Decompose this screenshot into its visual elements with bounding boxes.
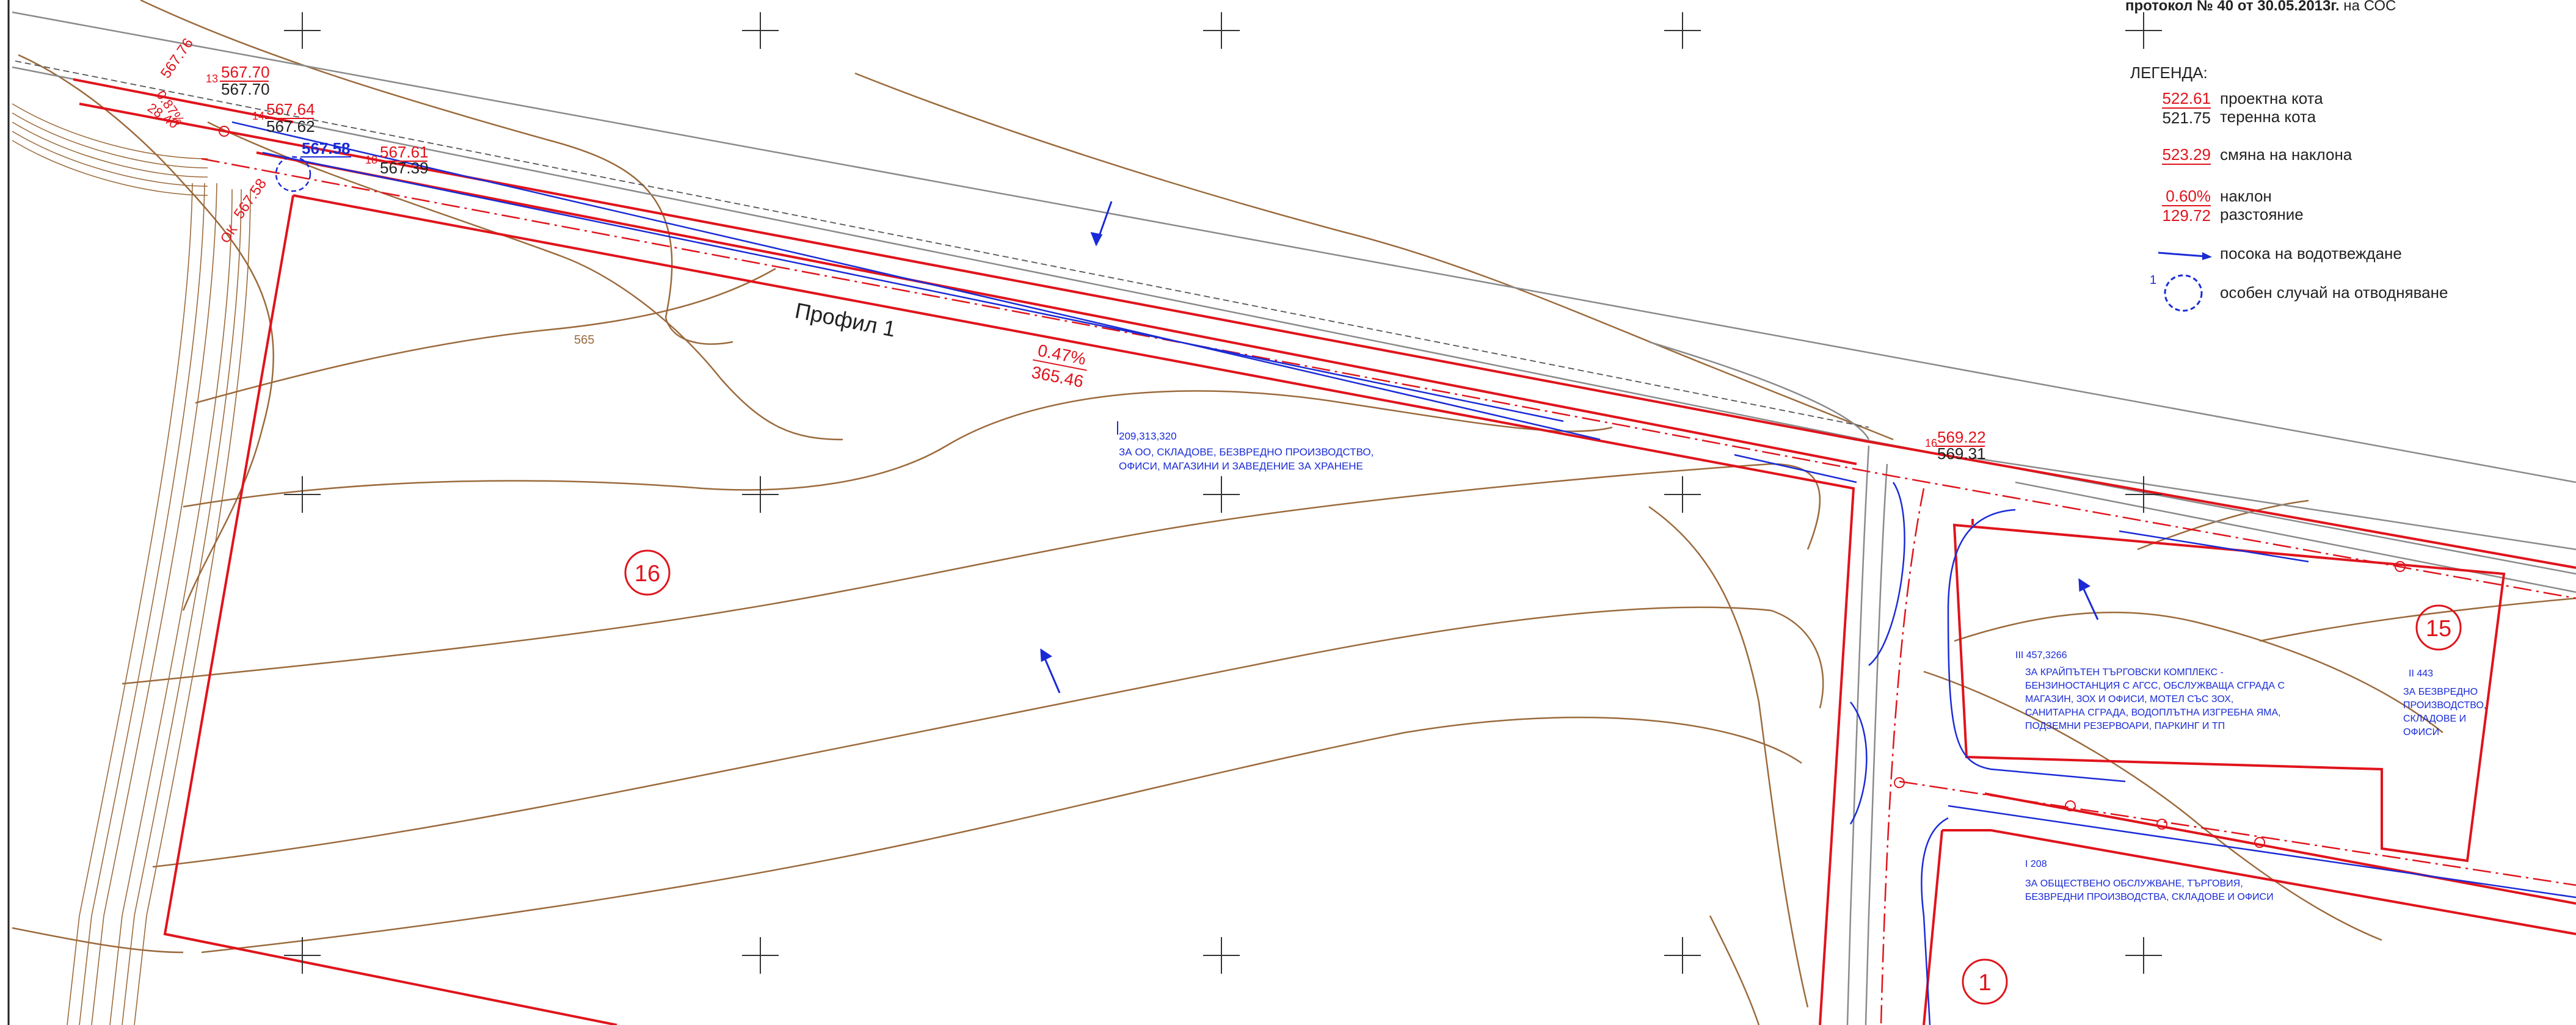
profile-label: Профил 1 [793, 298, 897, 342]
protocol-header: протокол № 40 от 30.05.2013г. на СОС [2125, 0, 2396, 14]
svg-text:I 208: I 208 [2025, 859, 2047, 869]
plot-16-description: 209,313,320 ЗА ОО, СКЛАДОВЕ, БЕЗВРЕДНО П… [1117, 421, 1374, 472]
legend-distance-value: 129.72 [2162, 206, 2211, 225]
svg-text:III 457,3266: III 457,3266 [2015, 650, 2067, 661]
svg-text:ЗА ОО, СКЛАДОВЕ, БЕЗВРЕДНО ПРО: ЗА ОО, СКЛАДОВЕ, БЕЗВРЕДНО ПРОИЗВОДСТВО, [1119, 446, 1374, 458]
elevation-design: 567.70 [221, 63, 270, 81]
legend-slope-value: 0.60% [2162, 187, 2211, 206]
legend-special-case-circle-icon [2164, 274, 2203, 312]
svg-text:БЕНЗИНОСТАНЦИЯ С АГСС, ОБСЛУЖВ: БЕНЗИНОСТАНЦИЯ С АГСС, ОБСЛУЖВАЩА СГРАДА… [2025, 681, 2285, 691]
elevation-design: 567.61 [380, 143, 429, 161]
legend-row-drainage: посока на водотвеждане [2125, 244, 2576, 287]
elevation-terrain: 567.62 [266, 117, 315, 136]
elevation-terrain: 567.39 [380, 159, 429, 177]
plot-1-boundary [1923, 829, 2576, 1025]
elevation-label-3: 567.58 [300, 139, 351, 158]
plot-16-circle [624, 549, 671, 596]
svg-text:БЕЗВРЕДНИ ПРОИЗВОДСТВА, СКЛАДО: БЕЗВРЕДНИ ПРОИЗВОДСТВА, СКЛАДОВЕ И ОФИСИ [2025, 892, 2274, 902]
elevation-label-1: 13 567.70 567.70 [206, 63, 270, 98]
elevation-label-4: 18 567.61 567.39 [365, 143, 429, 177]
svg-text:13: 13 [206, 73, 218, 85]
plot-ii-description: II 443 ЗА БЕЗВРЕДНО ПРОИЗВОДСТВО, СКЛАДО… [2403, 668, 2486, 737]
legend-design-level-label: проектна кота [2220, 89, 2323, 107]
legend-slope-label: наклон [2220, 187, 2272, 205]
plot-15-description: III 457,3266 ЗА КРАЙПЪТЕН ТЪРГОВСКИ КОМП… [2015, 650, 2285, 731]
legend-terrain-level-label: теренна кота [2220, 107, 2316, 126]
road-slope-label: 0.47% 365.46 [1030, 341, 1088, 391]
drainage-arrows [1040, 201, 2099, 694]
plot-16-boundary [163, 194, 1855, 1025]
svg-text:14: 14 [252, 110, 264, 122]
legend-slope-change-value: 523.29 [2162, 145, 2211, 165]
svg-text:ОФИСИ: ОФИСИ [2403, 727, 2439, 737]
legend-slope-change-label: смяна на наклона [2220, 145, 2352, 164]
legend-distance-label: разстояние [2220, 205, 2304, 223]
legend-drainage-arrow-icon [2158, 252, 2212, 260]
legend-design-level-value: 522.61 [2162, 89, 2211, 109]
legend-row-special-case: 1 особен случай на отводняване [2125, 273, 2576, 316]
road-red-edge-mid [256, 151, 1857, 465]
elevation-design: 567.58 [302, 139, 351, 158]
plot-1-description: I 208 ЗА ОБЩЕСТВЕНО ОБСЛУЖВАНЕ, ТЪРГОВИЯ… [2025, 859, 2274, 902]
special-case-circle-map [275, 156, 311, 192]
svg-text:САНИТАРНА СГРАДА, ВОДОПЛЪТНА И: САНИТАРНА СГРАДА, ВОДОПЛЪТНА ИЗГРЕБНА ЯМ… [2025, 708, 2281, 718]
legend-title: ЛЕГЕНДА: [2130, 63, 2208, 82]
legend-drainage-label: посока на водотвеждане [2220, 244, 2402, 263]
plot-15-number: 15 [2426, 616, 2451, 642]
svg-text:ЗА КРАЙПЪТЕН ТЪРГОВСКИ КОМПЛЕК: ЗА КРАЙПЪТЕН ТЪРГОВСКИ КОМПЛЕКС - [2025, 666, 2224, 678]
svg-text:ПОДЗЕМНИ РЕЗЕРВОАРИ, ПАРКИНГ И: ПОДЗЕМНИ РЕЗЕРВОАРИ, ПАРКИНГ И ТП [2025, 721, 2225, 731]
svg-text:16: 16 [1925, 437, 1937, 449]
legend-special-case-label: особен случай на отводняване [2220, 283, 2448, 302]
svg-text:ЗА ОБЩЕСТВЕНО ОБСЛУЖВАНЕ, ТЪРГ: ЗА ОБЩЕСТВЕНО ОБСЛУЖВАНЕ, ТЪРГОВИЯ, [2025, 878, 2243, 889]
road-axis [201, 158, 2576, 1025]
elevation-terrain: 569.31 [1937, 444, 1986, 463]
legend-row-slope: 0.60% 129.72 наклон разстояние [2125, 187, 2576, 230]
survey-grid-crosses [284, 12, 2162, 974]
map-legend: протокол № 40 от 30.05.2013г. на СОС ЛЕГ… [2125, 0, 2576, 317]
svg-text:ЗА БЕЗВРЕДНО: ЗА БЕЗВРЕДНО [2403, 687, 2478, 697]
plot-1-circle [1962, 958, 2008, 1005]
legend-terrain-level-value: 521.75 [2162, 109, 2211, 127]
elevation-label-5: 16 569.22 569.31 [1925, 428, 1986, 463]
svg-text:II 443: II 443 [2409, 668, 2433, 679]
contour-label: 565 [574, 333, 594, 347]
svg-text:СКЛАДОВЕ И: СКЛАДОВЕ И [2403, 714, 2466, 724]
svg-text:ПРОИЗВОДСТВО,: ПРОИЗВОДСТВО, [2403, 700, 2486, 711]
svg-text:209,313,320: 209,313,320 [1119, 430, 1177, 442]
plot-boundaries [73, 78, 2576, 1025]
contour-lines [12, 0, 2576, 1025]
plot-1-number: 1 [1978, 970, 1991, 996]
svg-text:18: 18 [365, 154, 377, 166]
elevation-label-2: 14 567.64 567.62 [252, 100, 315, 136]
svg-text:ОФИСИ, МАГАЗИНИ И ЗАВЕДЕНИЕ ЗА: ОФИСИ, МАГАЗИНИ И ЗАВЕДЕНИЕ ЗА ХРАНЕНЕ [1119, 460, 1363, 472]
plot-15-circle [2415, 604, 2462, 651]
legend-special-case-number: 1 [2150, 273, 2157, 287]
legend-row-slope-change: 523.29 смяна на наклона [2125, 145, 2576, 188]
drainage-lines [231, 121, 2576, 1025]
elevation-design: 567.64 [266, 100, 315, 118]
plot-16-number: 16 [635, 561, 660, 587]
elevation-terrain: 567.70 [221, 80, 270, 98]
axis-station-markers [219, 126, 2406, 848]
embankment-hatching [12, 103, 251, 1025]
plot-number-circles [624, 549, 2462, 1005]
elevation-design: 569.22 [1937, 428, 1986, 446]
svg-text:МАГАЗИН, ЗОХ И ОФИСИ, МОТЕЛ СЪ: МАГАЗИН, ЗОХ И ОФИСИ, МОТЕЛ СЪС ЗОХ, [2025, 694, 2233, 704]
road-red-edge-upper [79, 103, 2576, 569]
legend-row-levels: 522.61 521.75 проектна кота теренна кота [2125, 89, 2576, 132]
road-red-edge-lower [1984, 792, 2576, 905]
